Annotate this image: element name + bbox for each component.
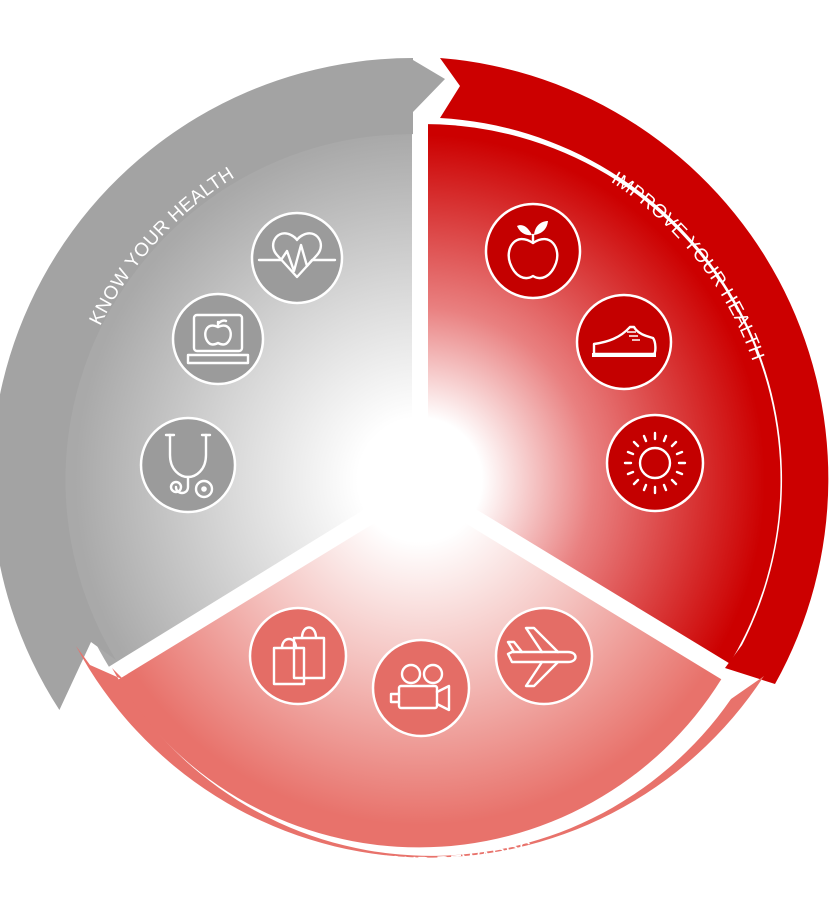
laptop-apple-icon[interactable] <box>171 292 265 386</box>
shopping-bags-icon[interactable] <box>248 606 348 706</box>
improve-arrow-band <box>440 58 829 684</box>
sun-icon[interactable] <box>605 413 705 513</box>
sneaker-icon[interactable] <box>575 293 673 391</box>
know-arrow-band <box>0 58 445 710</box>
movie-camera-icon[interactable] <box>371 638 471 738</box>
heart-rate-icon[interactable] <box>250 211 344 305</box>
apple-icon[interactable] <box>484 202 582 300</box>
airplane-icon[interactable] <box>494 606 594 706</box>
stethoscope-icon[interactable] <box>139 416 237 514</box>
